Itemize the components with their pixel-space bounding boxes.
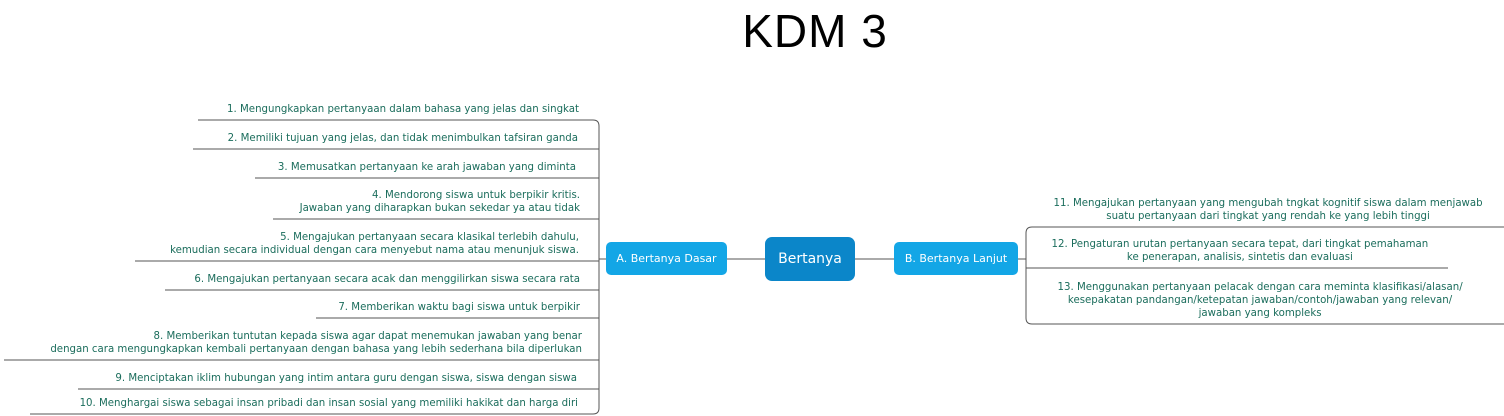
left-subtopic-8[interactable]: 8. Memberikan tuntutan kepada siswa agar… xyxy=(50,330,582,356)
right-leaf-underline xyxy=(1025,317,1504,325)
subtopic-text-line: dengan cara mengungkapkan kembali pertan… xyxy=(50,344,582,355)
central-topic[interactable]: Bertanya xyxy=(765,237,855,281)
right-subtopic-11[interactable]: 11. Mengajukan pertanyaan yang mengubah … xyxy=(1054,197,1483,223)
subtopic-text-line: 1. Mengungkapkan pertanyaan dalam bahasa… xyxy=(227,104,579,115)
subtopic-text-line: 6. Mengajukan pertanyaan secara acak dan… xyxy=(194,274,580,285)
subtopic-text-line: suatu pertanyaan dari tingkat yang renda… xyxy=(1106,211,1430,222)
left-subtopic-2[interactable]: 2. Memiliki tujuan yang jelas, dan tidak… xyxy=(228,132,578,145)
subtopic-text-line: Jawaban yang diharapkan bukan sekedar ya… xyxy=(299,203,580,214)
subtopic-text-line: 13. Menggunakan pertanyaan pelacak denga… xyxy=(1057,282,1463,293)
map-title: KDM 3 xyxy=(742,5,888,57)
right-subtopic-12[interactable]: 12. Pengaturan urutan pertanyaan secara … xyxy=(1052,238,1429,264)
subtopic-text-line: 4. Mendorong siswa untuk berpikir kritis… xyxy=(372,190,580,201)
left-subtopic-7[interactable]: 7. Memberikan waktu bagi siswa untuk ber… xyxy=(338,301,580,314)
right-subtopic-13[interactable]: 13. Menggunakan pertanyaan pelacak denga… xyxy=(1058,281,1463,320)
branch-topic-bertanya-lanjut[interactable]: B. Bertanya Lanjut xyxy=(894,242,1018,275)
left-subtopic-4[interactable]: 4. Mendorong siswa untuk berpikir kritis… xyxy=(300,189,580,215)
left-subtopic-3[interactable]: 3. Memusatkan pertanyaan ke arah jawaban… xyxy=(278,161,576,174)
subtopic-text-line: 12. Pengaturan urutan pertanyaan secara … xyxy=(1051,239,1429,250)
subtopic-text-line: jawaban yang kompleks xyxy=(1198,308,1322,319)
left-subtopic-1[interactable]: 1. Mengungkapkan pertanyaan dalam bahasa… xyxy=(227,103,579,116)
subtopic-text-line: kemudian secara individual dengan cara m… xyxy=(170,245,579,256)
subtopic-text-line: 2. Memiliki tujuan yang jelas, dan tidak… xyxy=(227,133,578,144)
subtopic-text-line: 11. Mengajukan pertanyaan yang mengubah … xyxy=(1053,198,1483,209)
left-leaf-underline xyxy=(30,407,600,415)
subtopic-text-line: kesepakatan pandangan/ketepatan jawaban/… xyxy=(1067,295,1453,306)
subtopic-text-line: 3. Memusatkan pertanyaan ke arah jawaban… xyxy=(277,162,576,173)
subtopic-text-line: 7. Memberikan waktu bagi siswa untuk ber… xyxy=(338,302,580,313)
left-subtopic-5[interactable]: 5. Mengajukan pertanyaan secara klasikal… xyxy=(170,231,579,257)
left-subtopic-10[interactable]: 10. Menghargai siswa sebagai insan priba… xyxy=(80,397,578,410)
right-leaf-underline xyxy=(1025,226,1504,234)
left-subtopic-6[interactable]: 6. Mengajukan pertanyaan secara acak dan… xyxy=(194,273,580,286)
subtopic-text-line: 9. Menciptakan iklim hubungan yang intim… xyxy=(115,373,577,384)
subtopic-text-line: ke penerapan, analisis, sintetis dan eva… xyxy=(1126,252,1353,263)
branch-topic-bertanya-dasar[interactable]: A. Bertanya Dasar xyxy=(606,242,727,275)
left-subtopic-9[interactable]: 9. Menciptakan iklim hubungan yang intim… xyxy=(115,372,577,385)
subtopic-text-line: 10. Menghargai siswa sebagai insan priba… xyxy=(79,398,578,409)
subtopic-text-line: 8. Memberikan tuntutan kepada siswa agar… xyxy=(153,331,582,342)
left-leaf-underline xyxy=(198,119,600,127)
subtopic-text-line: 5. Mengajukan pertanyaan secara klasikal… xyxy=(280,232,579,243)
